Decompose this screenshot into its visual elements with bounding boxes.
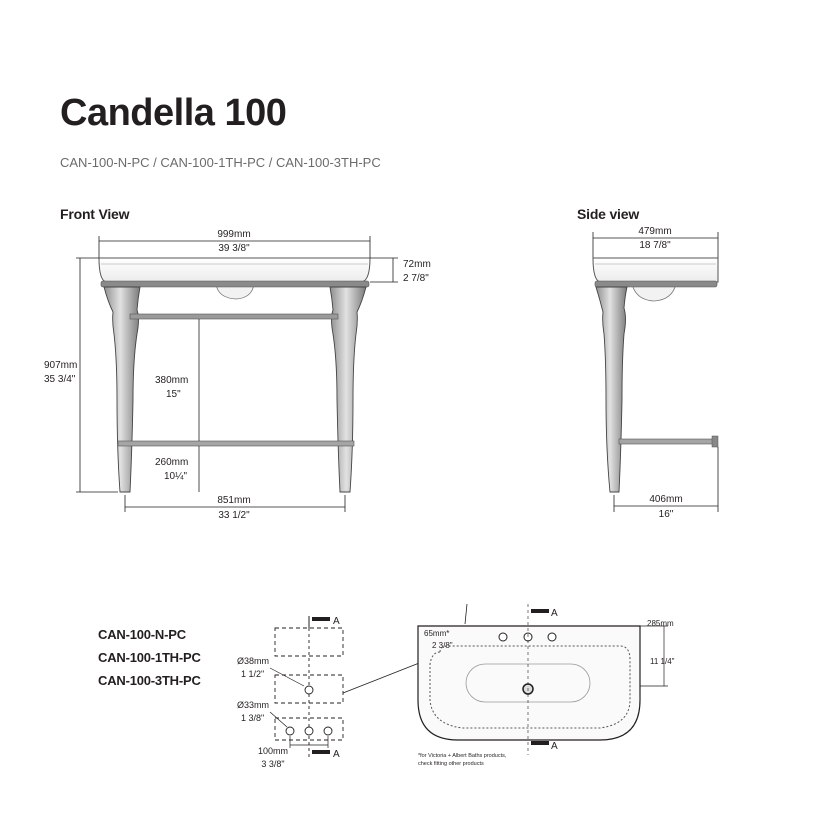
middle-tap-hole: [304, 726, 314, 736]
section-a-bottom: A: [333, 749, 340, 760]
plan-section-marker-bottom: [531, 741, 549, 745]
small-hole-dia-mm: Ø33mm: [237, 700, 269, 710]
side-depth-mm: 479mm: [638, 226, 671, 237]
plan-depth-dimension: [640, 625, 668, 687]
frame-top-rail: [100, 280, 370, 288]
plan-depth-mm: 285mm: [647, 619, 674, 628]
front-width-in: 39 3/8": [218, 243, 250, 254]
towel-rail-front: [117, 440, 355, 447]
side-depth-in: 18 7/8": [639, 240, 671, 251]
plan-note-line-1: *for Victoria + Albert Baths products,: [418, 753, 507, 759]
side-frame-rail: [594, 280, 718, 288]
model-label-1th: CAN-100-1TH-PC: [98, 650, 201, 665]
side-view-label: Side view: [577, 206, 640, 222]
side-leg-mm: 406mm: [649, 494, 682, 505]
leg-span-mm: 851mm: [217, 495, 250, 506]
leg-span-in: 33 1/2": [218, 510, 250, 521]
plan-section-a-bottom: A: [551, 741, 558, 752]
hole-leader-2: [269, 711, 288, 728]
wall-bracket: [711, 435, 719, 448]
tap-hole-detail: A A Ø38mm 1 1/2" Ø33mm 1 3/8" 100mm 3 3/…: [237, 616, 471, 769]
side-leg-dimension: [613, 447, 719, 512]
small-hole-dia-in: 1 3/8": [241, 713, 264, 723]
right-tap-hole: [323, 726, 333, 736]
upper-crossbar: [129, 313, 339, 320]
hole-dia-mm: Ø38mm: [237, 656, 269, 666]
section-marker-bottom: [312, 750, 330, 754]
leg-span-dimension: [124, 495, 346, 512]
model-label-3th: CAN-100-3TH-PC: [98, 673, 201, 688]
centre-tap-hole: [304, 685, 314, 695]
rail-height-mm: 260mm: [155, 457, 188, 468]
section-marker-top: [312, 617, 330, 621]
hole-dia-in: 1 1/2": [241, 669, 264, 679]
hole-leader-1: [269, 667, 305, 687]
front-height-mm: 907mm: [44, 360, 77, 371]
front-view-label: Front View: [60, 206, 130, 222]
side-view-drawing: 479mm 18 7/8" 406mm 16": [592, 226, 719, 520]
front-width-dimension: [98, 236, 371, 258]
basin-depth-in: 2 7/8": [403, 273, 429, 284]
front-height-in: 35 3/4": [44, 374, 76, 385]
plan-note-line-2: check fitting other products: [418, 761, 484, 767]
plan-depth-in: 11 1/4": [650, 657, 675, 666]
plan-view-drawing: A A 65mm* 2 3/8" 285mm 11 1/4" *for Vict…: [417, 603, 675, 767]
front-view-drawing: 999mm 39 3/8" 907mm 35 3/4" 72mm: [44, 229, 431, 521]
towel-rail-side: [618, 438, 718, 445]
basin-plan-outline: [417, 625, 641, 741]
side-leg: [595, 286, 628, 493]
front-height-dimension: [76, 257, 118, 493]
plan-offset-mm: 65mm*: [424, 629, 449, 638]
spacing-mm: 100mm: [258, 746, 288, 756]
rail-height-in: 10¼": [164, 470, 187, 482]
page-title: Candella 100: [60, 92, 287, 134]
plan-section-a-top: A: [551, 608, 558, 619]
plan-tap-hole-right: [547, 632, 557, 642]
front-width-mm: 999mm: [217, 229, 250, 240]
side-depth-dimension: [592, 232, 719, 258]
plan-tap-hole-left: [498, 632, 508, 642]
spacing-in: 3 3/8": [261, 759, 284, 769]
basin-front: [98, 257, 371, 283]
rail-gap-in: 15": [166, 389, 181, 400]
basin-bowl-side: [631, 283, 677, 302]
model-codes: CAN-100-N-PC / CAN-100-1TH-PC / CAN-100-…: [60, 155, 381, 170]
tap-hole-box-3: [274, 717, 344, 741]
tap-hole-box-1: [274, 627, 344, 657]
basin-side: [592, 257, 719, 283]
basin-depth-dimension: [370, 257, 398, 283]
rail-gap-mm: 380mm: [155, 375, 188, 386]
section-a-top: A: [333, 616, 340, 627]
model-label-n: CAN-100-N-PC: [98, 627, 186, 642]
basin-depth-mm: 72mm: [403, 259, 431, 270]
left-tap-hole: [285, 726, 295, 736]
basin-bowl-front: [215, 283, 255, 300]
plan-offset-in: 2 3/8": [432, 641, 453, 650]
offset-arrow: [464, 603, 468, 625]
side-leg-in: 16": [659, 509, 674, 520]
basin-plan-bowl: [429, 645, 631, 729]
plan-section-marker-top: [531, 609, 549, 613]
